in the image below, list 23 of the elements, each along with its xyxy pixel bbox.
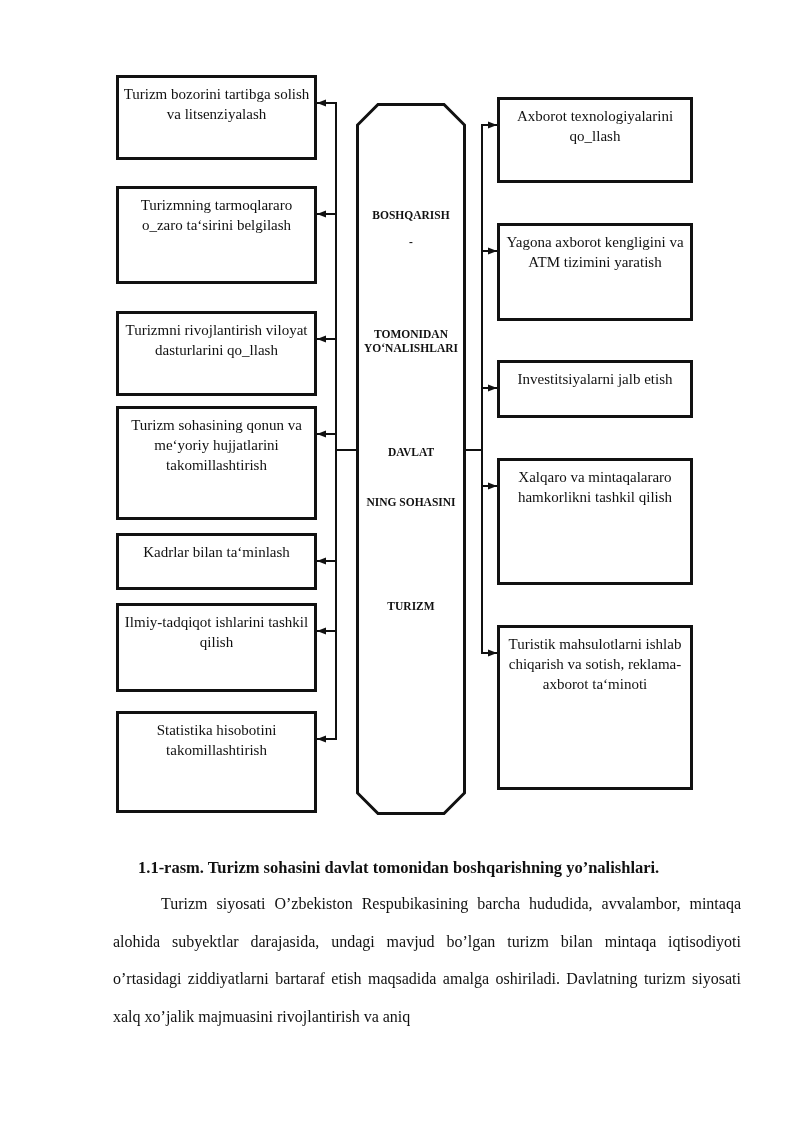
- process-box: Ilmiy-tadqiqot ishlarini tashkil qilish: [116, 603, 317, 692]
- process-box: Statistika hisobotini takomillashtirish: [116, 711, 317, 813]
- process-box: Investitsiyalarni jalb etish: [497, 360, 693, 418]
- process-box: Xalqaro va mintaqalararo hamkorlikni tashkil qilish: [497, 458, 693, 585]
- arrow: [465, 449, 498, 657]
- column-label: DAVLAT: [386, 445, 436, 459]
- process-box: Turistik mahsulotlarni ishlab chiqarish va sotish, reklama-axborot ta‘minoti: [497, 625, 693, 790]
- column-label: -: [408, 235, 414, 249]
- process-box: Turizm sohasining qonun va me‘yoriy hujjatlarini takomillashtirish: [116, 406, 317, 520]
- process-box: Yagona axborot kengligini va ATM tizimini yaratish: [497, 223, 693, 321]
- process-box: Turizm bozorini tartibga solish va litsenziyalash: [116, 75, 317, 160]
- column-label: BOSHQARISH: [371, 208, 451, 222]
- arrow: [316, 449, 357, 743]
- body-paragraph: Turizm siyosati O’zbekiston Respubikasining barcha hududida, avvalambor, mintaqa alohida subyektlar darajasida, undagi mavjud bo’lgan turizm bilan mintaqa iqtisodiyoti o’rtasidagi ziddiyatlarni bartaraf etish maqsadida amalga oshiriladi. Davlatning turizm siyosati xalq xo’jalik majmuasini rivojlantirish va aniq: [113, 894, 741, 1028]
- column-label: YO‘NALISHLARI: [363, 341, 459, 355]
- figure-caption: 1.1-rasm. Turizm sohasini davlat tomonidan boshqarishning yo’nalishlari.: [138, 858, 660, 878]
- column-label: TOMONIDAN: [373, 327, 449, 341]
- process-box: Turizmni rivojlantirish viloyat dasturlarini qo_llash: [116, 311, 317, 396]
- process-box: Kadrlar bilan ta‘minlash: [116, 533, 317, 590]
- column-label: NING SOHASINI: [365, 495, 457, 509]
- process-box: Turizmning tarmoqlararo o_zaro ta‘sirini belgilash: [116, 186, 317, 284]
- process-box: Axborot texnologiyalarini qo_llash: [497, 97, 693, 183]
- column-label: TURIZM: [386, 599, 436, 613]
